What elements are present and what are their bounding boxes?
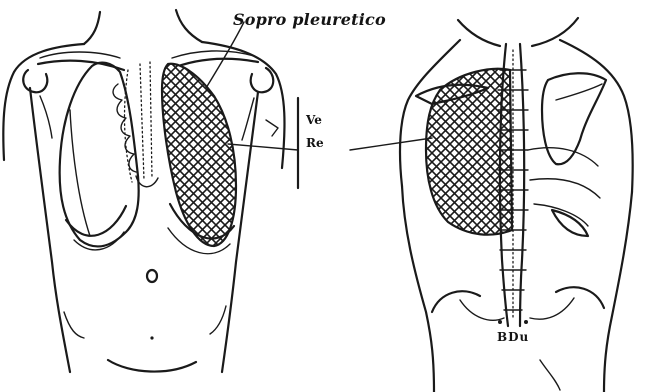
- ve-label: Ve: [306, 113, 322, 127]
- re-label: Re: [306, 136, 324, 150]
- posterior-torso: [350, 18, 633, 392]
- anterior-torso: [3, 10, 298, 372]
- vertebra-label: BDu: [497, 330, 529, 344]
- sopro-pleuretico-label: Sopro pleuretico: [233, 10, 386, 29]
